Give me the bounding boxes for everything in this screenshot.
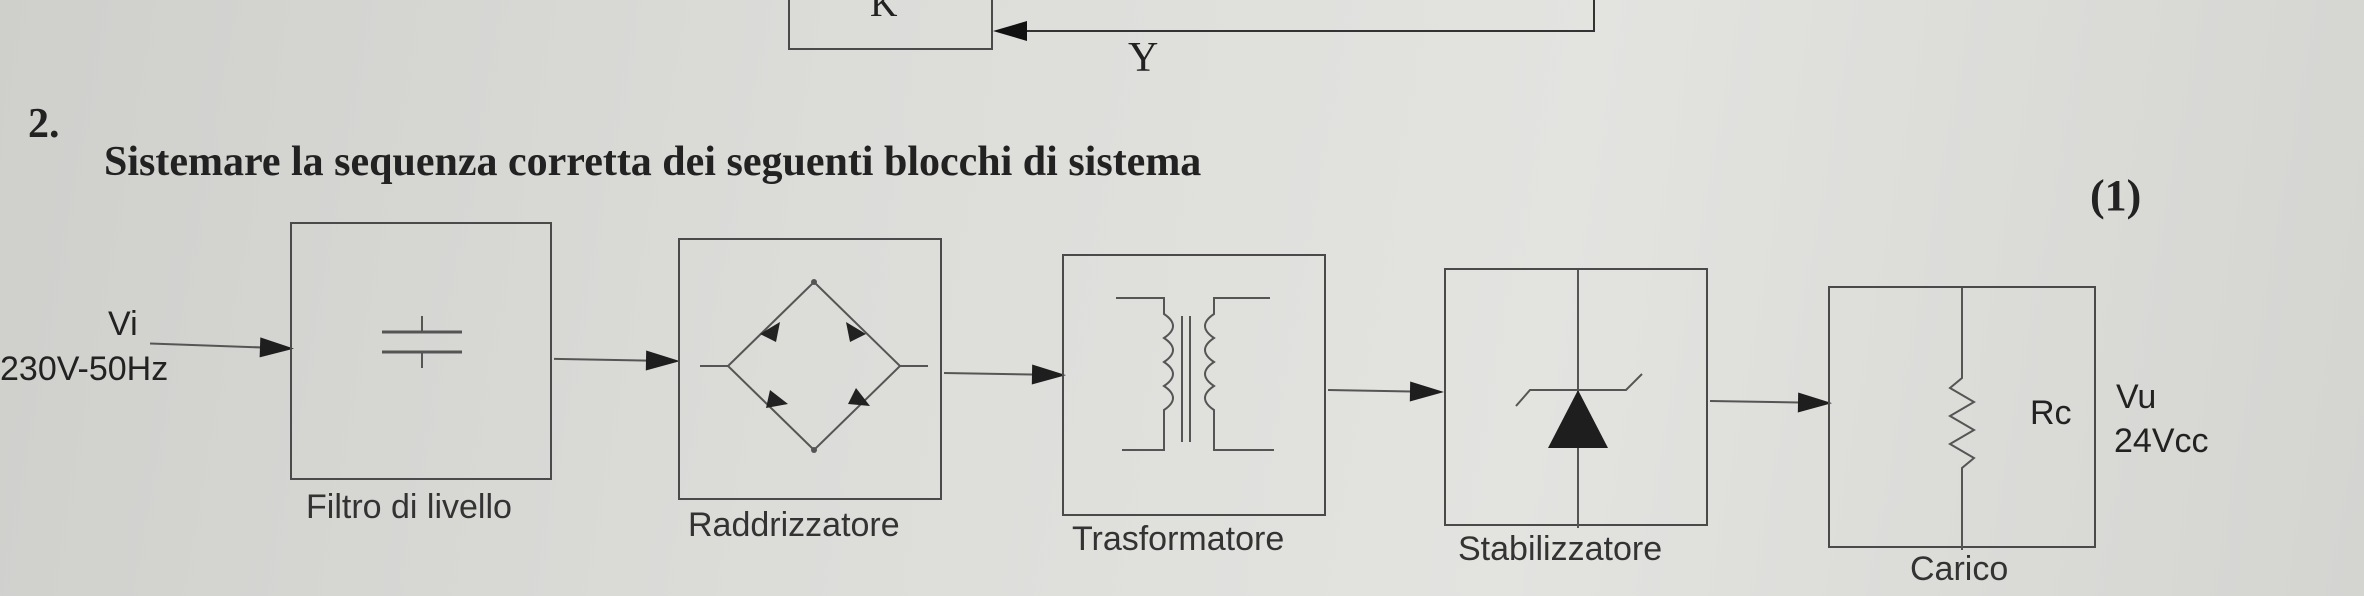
caption-carico: Carico	[1910, 550, 2009, 588]
question-number: 2.	[28, 101, 60, 147]
caption-filtro: Filtro di livello	[306, 488, 512, 526]
capacitor-icon	[382, 316, 462, 368]
bridge-rectifier-icon	[700, 279, 928, 453]
question-points: (1)	[2090, 171, 2142, 220]
input-value: 230V-50Hz	[0, 350, 169, 388]
input-arrow	[150, 342, 290, 350]
previous-arrowhead	[993, 21, 1027, 41]
block-trasformatore	[1062, 254, 1326, 516]
previous-block-letter: K	[870, 0, 898, 25]
zener-diode-icon	[1515, 270, 1643, 528]
previous-block-fragment	[788, 0, 993, 50]
input-label: Vi	[108, 305, 138, 343]
arrow-1	[553, 357, 677, 363]
block-stabilizzatore	[1444, 268, 1708, 528]
resistor-icon	[1948, 288, 1976, 550]
resistor-label: Rc	[2030, 394, 2072, 432]
previous-feedback-line	[1000, 30, 1595, 32]
block-filtro	[290, 222, 552, 480]
output-value: 24Vcc	[2114, 422, 2209, 460]
arrow-2	[943, 371, 1063, 377]
question-text: Sistemare la sequenza corretta dei segue…	[104, 139, 1202, 185]
previous-line-label: Y	[1128, 35, 1159, 81]
output-label: Vu	[2116, 378, 2157, 416]
arrow-3	[1327, 389, 1441, 393]
previous-feedback-line-end	[1593, 0, 1595, 32]
arrow-4	[1709, 399, 1829, 405]
transformer-icon	[1116, 297, 1274, 451]
caption-stabilizzatore: Stabilizzatore	[1458, 530, 1663, 568]
block-carico: Rc	[1828, 286, 2096, 550]
caption-raddrizzatore: Raddrizzatore	[688, 506, 900, 544]
block-raddrizzatore	[678, 238, 942, 500]
caption-trasformatore: Trasformatore	[1072, 520, 1285, 558]
